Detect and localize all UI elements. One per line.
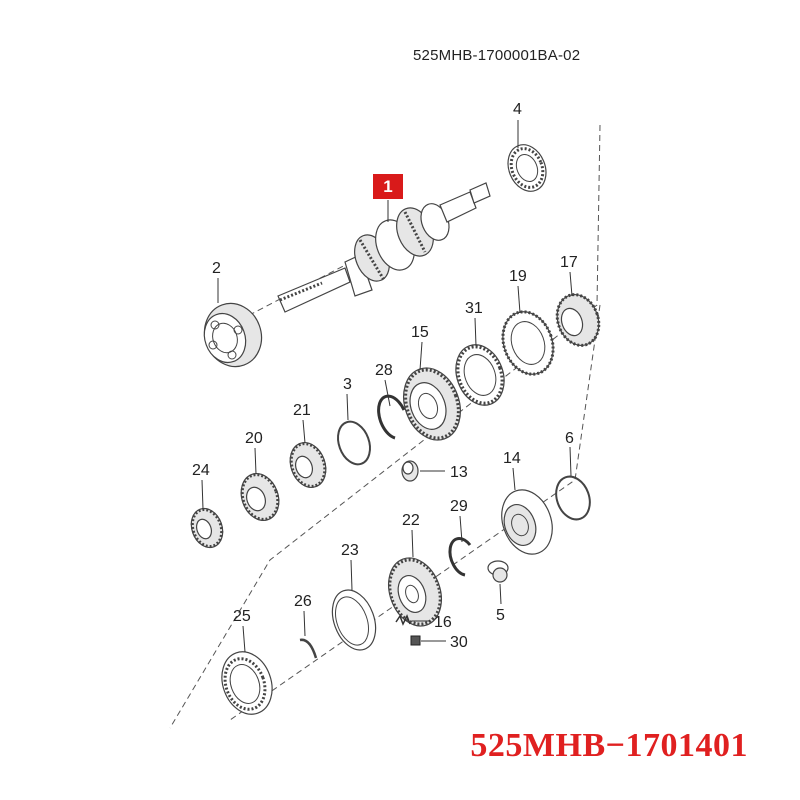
part-17-gear: [555, 293, 601, 347]
callout-6: 6: [565, 430, 574, 447]
callout-30: 30: [450, 634, 468, 651]
callout-21: 21: [293, 402, 311, 419]
callout-16: 16: [434, 614, 452, 631]
callout-labels: 4 2 17 19 31 15 28 3 21 20 24 13 14 6 29…: [192, 101, 578, 651]
part-6-ring: [555, 475, 591, 521]
part-30-detent: [410, 635, 421, 646]
callout-2: 2: [212, 260, 221, 277]
highlighted-callout-1: 1: [373, 174, 403, 199]
part-23-sleeve: [331, 589, 377, 651]
part-21-gear: [289, 442, 327, 488]
callout-5: 5: [496, 607, 505, 624]
callout-24: 24: [192, 462, 210, 479]
callout-19: 19: [509, 268, 527, 285]
callout-4: 4: [513, 101, 522, 118]
callout-3: 3: [343, 376, 352, 393]
callout-20: 20: [245, 430, 263, 447]
part-3-ring: [337, 420, 371, 466]
part-20-gear: [240, 473, 280, 521]
part-31-synchro-ring: [455, 344, 505, 406]
callout-17: 17: [560, 254, 578, 271]
part-16-spring: [395, 614, 411, 626]
part-13-bushing: [401, 460, 419, 482]
part-19-synchro-ring: [501, 310, 555, 376]
part-1-main-shaft: [277, 182, 491, 313]
part-2-bearing: [203, 302, 263, 368]
callout-31: 31: [465, 300, 483, 317]
part-26-snap-ring: [299, 638, 318, 659]
part-24-gear: [190, 507, 224, 549]
callout-29: 29: [450, 498, 468, 515]
part-14-bearing: [501, 489, 553, 555]
callout-13: 13: [450, 464, 468, 481]
callout-23: 23: [341, 542, 359, 559]
drawing-reference-code: 525MHB-1700001BA-02: [413, 47, 581, 64]
callout-25: 25: [233, 608, 251, 625]
callout-26: 26: [294, 593, 312, 610]
assembly-axes: [169, 124, 601, 729]
part-28-snap-ring: [377, 394, 406, 440]
callout-22: 22: [402, 512, 420, 529]
part-15-gear: [403, 367, 461, 441]
part-29-snap-ring: [448, 537, 472, 577]
callout-28: 28: [375, 362, 393, 379]
part-25-needle-bearing: [221, 651, 273, 715]
callout-14: 14: [503, 450, 521, 467]
part-22-synchro-hub: [388, 557, 442, 627]
leader-lines: [201, 120, 573, 653]
part-number-caption: 525MHB−1701401: [470, 727, 748, 764]
callout-15: 15: [411, 324, 429, 341]
part-5-bushing: [487, 560, 509, 583]
part-4-needle-bearing: [507, 144, 547, 192]
